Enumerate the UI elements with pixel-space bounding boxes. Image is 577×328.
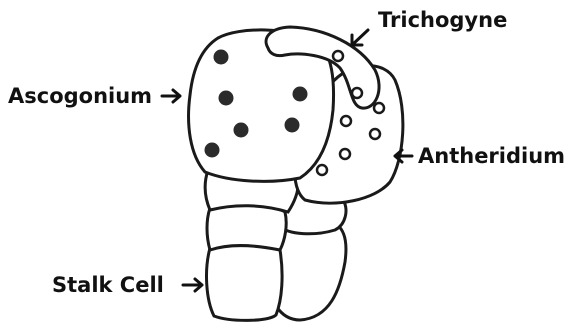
nucleus-light: [341, 116, 351, 126]
antheridium-label: Antheridium: [418, 146, 565, 167]
ascogonium-arrow-icon: [162, 90, 180, 102]
stalk-cell-label: Stalk Cell: [52, 275, 164, 296]
nucleus-dark: [234, 123, 249, 138]
nucleus-light: [374, 103, 384, 113]
nucleus-light: [317, 165, 327, 175]
nucleus-light: [333, 51, 343, 61]
nucleus-dark: [205, 143, 220, 158]
ascogonium-label: Ascogonium: [8, 86, 152, 107]
stalk-cell-arrow-icon: [183, 279, 202, 291]
nucleus-light: [352, 88, 362, 98]
nucleus-dark: [293, 87, 308, 102]
nucleus-dark: [219, 91, 234, 106]
trichogyne-arrow-icon: [352, 30, 368, 45]
nucleus-dark: [285, 118, 300, 133]
nucleus-light: [340, 149, 350, 159]
middle-cell: [207, 205, 286, 250]
nucleus-dark: [214, 50, 229, 65]
nucleus-light: [370, 129, 380, 139]
stalk-cell: [207, 243, 283, 320]
trichogyne-label: Trichogyne: [378, 10, 507, 31]
